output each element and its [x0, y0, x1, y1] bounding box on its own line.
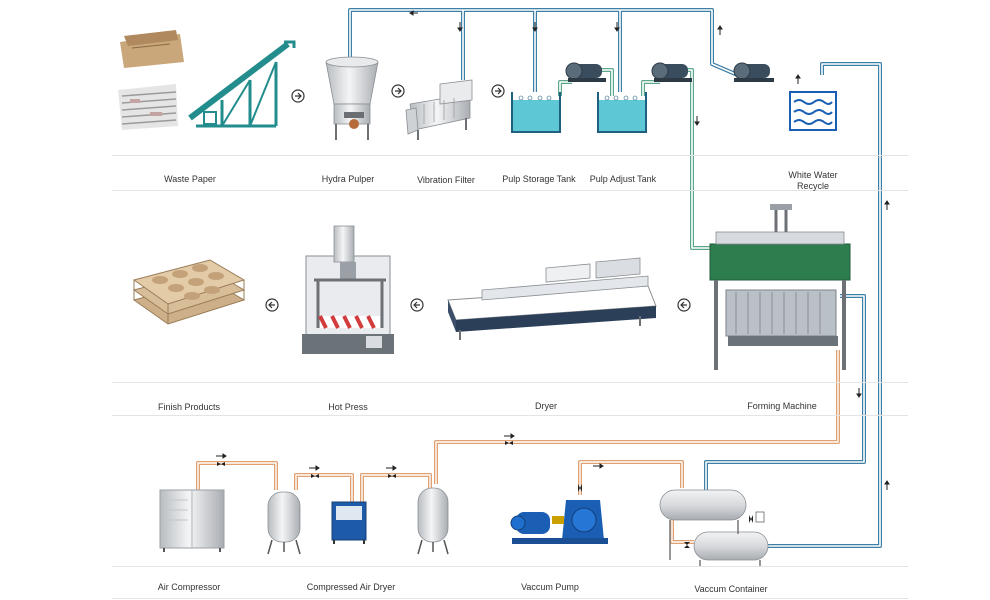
label-white-water-recycle: White Water Recycle: [788, 170, 838, 191]
compressed-air-dryer-illustration: [331, 501, 367, 544]
water-pump-illustration: [733, 62, 774, 82]
circle-arrow-right-glyphs: [295, 87, 502, 100]
row-divider: [112, 415, 908, 416]
label-vaccum-pump: Vaccum Pump: [521, 582, 579, 592]
dryer-illustration: [447, 257, 657, 340]
pulp-adjust-tank-illustration: [597, 92, 647, 133]
vacuum-container-illustration: [659, 489, 769, 566]
label-waste-paper: Waste Paper: [164, 174, 216, 184]
label-forming-machine: Forming Machine: [747, 401, 817, 411]
waste-paper-illustration: [118, 30, 184, 130]
air-pipes: [196, 350, 840, 544]
label-finish-products: Finish Products: [157, 402, 221, 412]
pulp-storage-tank-illustration: [511, 92, 561, 133]
label-vaccum-container: Vaccum Container: [694, 584, 768, 594]
finish-products-illustration: [132, 259, 246, 325]
label-dryer: Dryer: [535, 401, 557, 411]
circle-arrow-right-icon: [291, 84, 505, 103]
row-divider: [112, 382, 908, 383]
row-divider: [112, 598, 908, 599]
pulp-pump-1-illustration: [565, 62, 606, 82]
vibration-filter-illustration: [405, 79, 473, 140]
row-divider: [112, 566, 908, 567]
pulp-pump-2-illustration: [651, 62, 692, 82]
air-tank-1-illustration: [267, 491, 301, 555]
label-compressed-air-dryer: Compressed Air Dryer: [306, 582, 396, 592]
hydra-pulper-illustration: [325, 56, 379, 140]
row-divider: [112, 190, 908, 191]
label-hot-press: Hot Press: [328, 402, 368, 412]
label-air-compressor: Air Compressor: [157, 582, 221, 592]
row-divider: [112, 155, 908, 156]
flow-direction-marks: [216, 10, 890, 490]
air-tank-2-illustration: [417, 487, 449, 555]
forming-machine-illustration: [709, 204, 851, 370]
label-pulp-storage-tank: Pulp Storage Tank: [502, 174, 576, 184]
white-water-recycle-tank-illustration: [789, 91, 837, 131]
label-hydra-pulper: Hydra Pulper: [321, 174, 375, 184]
hot-press-illustration: [302, 225, 394, 354]
valve-icon: [217, 441, 753, 548]
vacuum-pump-illustration: [510, 500, 608, 544]
circle-arrow-left-glyphs: [268, 301, 687, 309]
air-compressor-illustration: [159, 489, 225, 552]
conveyor-illustration: [188, 40, 296, 128]
label-pulp-adjust-tank: Pulp Adjust Tank: [589, 174, 657, 184]
label-vibration-filter: Vibration Filter: [417, 175, 475, 185]
